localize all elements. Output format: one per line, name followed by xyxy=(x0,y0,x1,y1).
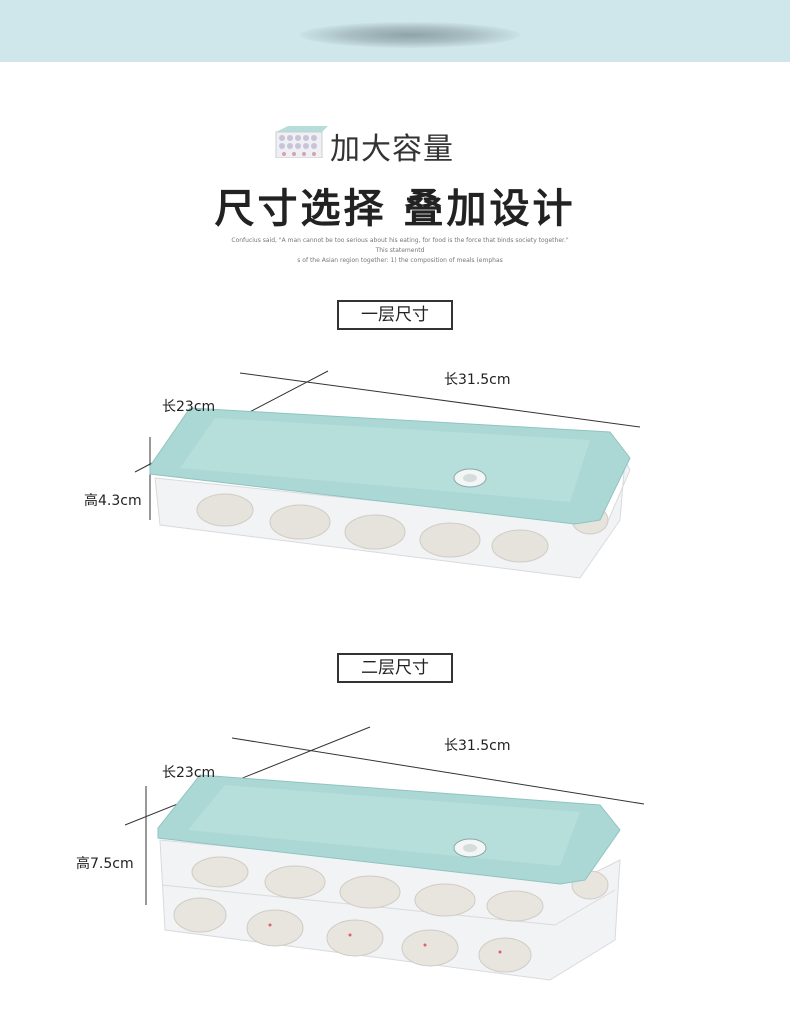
double-layer-box xyxy=(157,774,621,981)
length-label-2: 长31.5cm xyxy=(444,738,511,754)
dimension-lines-2 xyxy=(124,726,645,905)
length-label-1: 长31.5cm xyxy=(444,372,511,388)
size-label-one-layer: 一层尺寸 xyxy=(337,300,453,330)
subtitle: 加大容量 xyxy=(330,132,454,167)
height-label-2: 高7.5cm xyxy=(76,856,134,872)
size-label-two-layer: 二层尺寸 xyxy=(337,653,453,683)
page-title: 尺寸选择 叠加设计 xyxy=(214,186,576,232)
width-label-1: 长23cm xyxy=(162,399,216,415)
width-label-2: 长23cm xyxy=(162,765,216,781)
top-banner xyxy=(0,0,790,62)
quote-line-1: Confucius said, "A man cannot be too ser… xyxy=(231,237,569,254)
banner-shadow xyxy=(300,22,520,48)
quote-text: Confucius said, "A man cannot be too ser… xyxy=(230,236,570,266)
single-layer-box xyxy=(149,407,631,579)
quote-line-2: s of the Asian region together: 1) the c… xyxy=(297,257,503,264)
height-label-1: 高4.3cm xyxy=(84,493,142,509)
stacked-box-thumbnail xyxy=(275,126,328,158)
